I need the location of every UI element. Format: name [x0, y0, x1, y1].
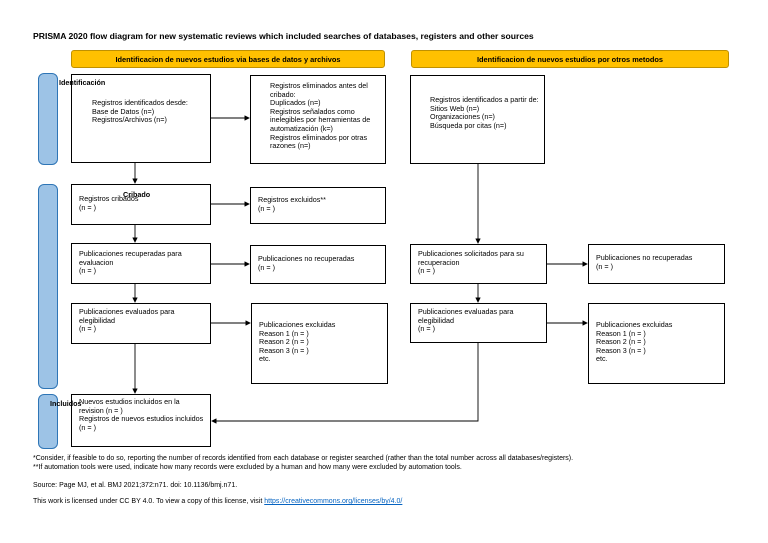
box-other-assessed: Publicaciones evaluadas para elegibilida…: [410, 303, 547, 343]
license-text: This work is licensed under CC BY 4.0. T…: [33, 498, 265, 505]
box-records-removed: Registros eliminados antes del cribado: …: [250, 75, 386, 164]
banner-databases: Identificacion de nuevos estudios via ba…: [71, 50, 385, 68]
box-records-identified-text: Registros identificados desde: Base de D…: [92, 98, 188, 125]
box-reports-sought: Publicaciones recuperadas para evaluacio…: [71, 243, 211, 284]
box-studies-included-text: Nuevos estudios incluidos en la revision…: [79, 397, 204, 432]
banner-other-methods: Identificacion de nuevos estudios por ot…: [411, 50, 729, 68]
box-records-screened-text: Registros cribados (n = ): [79, 194, 139, 212]
footnote-license: This work is licensed under CC BY 4.0. T…: [33, 498, 402, 505]
box-other-sought-text: Publicaciones solicitados para su recupe…: [418, 249, 524, 276]
box-reports-not-retrieved: Publicaciones no recuperadas (n = ): [250, 245, 386, 284]
box-other-not-retrieved-text: Publicaciones no recuperadas (n = ): [596, 253, 693, 271]
box-records-excluded: Registros excluidos** (n = ): [250, 187, 386, 224]
diagram-title: PRISMA 2020 flow diagram for new systema…: [33, 31, 534, 41]
box-studies-included: Nuevos estudios incluidos en la revision…: [71, 394, 211, 447]
box-records-identified: Registros identificados desde: Base de D…: [71, 74, 211, 163]
footnote-source: Source: Page MJ, et al. BMJ 2021;372:n71…: [33, 482, 238, 489]
box-other-excluded-text: Publicaciones excluidas Reason 1 (n = ) …: [596, 320, 673, 364]
box-reports-not-retrieved-text: Publicaciones no recuperadas (n = ): [258, 254, 355, 272]
box-other-identified: Registros identificados a partir de: Sit…: [410, 75, 545, 164]
box-other-excluded: Publicaciones excluidas Reason 1 (n = ) …: [588, 303, 725, 384]
box-reports-assessed: Publicaciones evaluados para elegibilida…: [71, 303, 211, 344]
arrow-other-assessed-to-included: [211, 343, 479, 424]
box-records-excluded-text: Registros excluidos** (n = ): [258, 195, 326, 213]
stage-bar-included: [38, 394, 58, 449]
box-other-assessed-text: Publicaciones evaluadas para elegibilida…: [418, 307, 514, 334]
box-reports-excluded-text: Publicaciones excluidas Reason 1 (n = ) …: [259, 320, 336, 364]
stage-bar-identification: [38, 73, 58, 165]
footnote-consider: *Consider, if feasible to do so, reporti…: [33, 455, 574, 462]
box-reports-assessed-text: Publicaciones evaluados para elegibilida…: [79, 307, 175, 334]
stage-bar-screening: [38, 184, 58, 389]
box-other-identified-text: Registros identificados a partir de: Sit…: [430, 95, 539, 130]
box-records-removed-text: Registros eliminados antes del cribado: …: [270, 81, 371, 151]
box-records-screened: Registros cribados (n = ): [71, 184, 211, 225]
stage-label-identification: Identificación: [59, 78, 106, 87]
box-reports-excluded: Publicaciones excluidas Reason 1 (n = ) …: [251, 303, 388, 384]
footnote-automation: **If automation tools were used, indicat…: [33, 464, 462, 471]
stage-label-included: Incluidos: [50, 399, 82, 408]
box-reports-sought-text: Publicaciones recuperadas para evaluacio…: [79, 249, 182, 276]
stage-label-screening: Cribado: [123, 190, 151, 199]
license-link[interactable]: https://creativecommons.org/licenses/by/…: [264, 498, 403, 505]
box-other-sought: Publicaciones solicitados para su recupe…: [410, 244, 547, 284]
box-other-not-retrieved: Publicaciones no recuperadas (n = ): [588, 244, 725, 284]
